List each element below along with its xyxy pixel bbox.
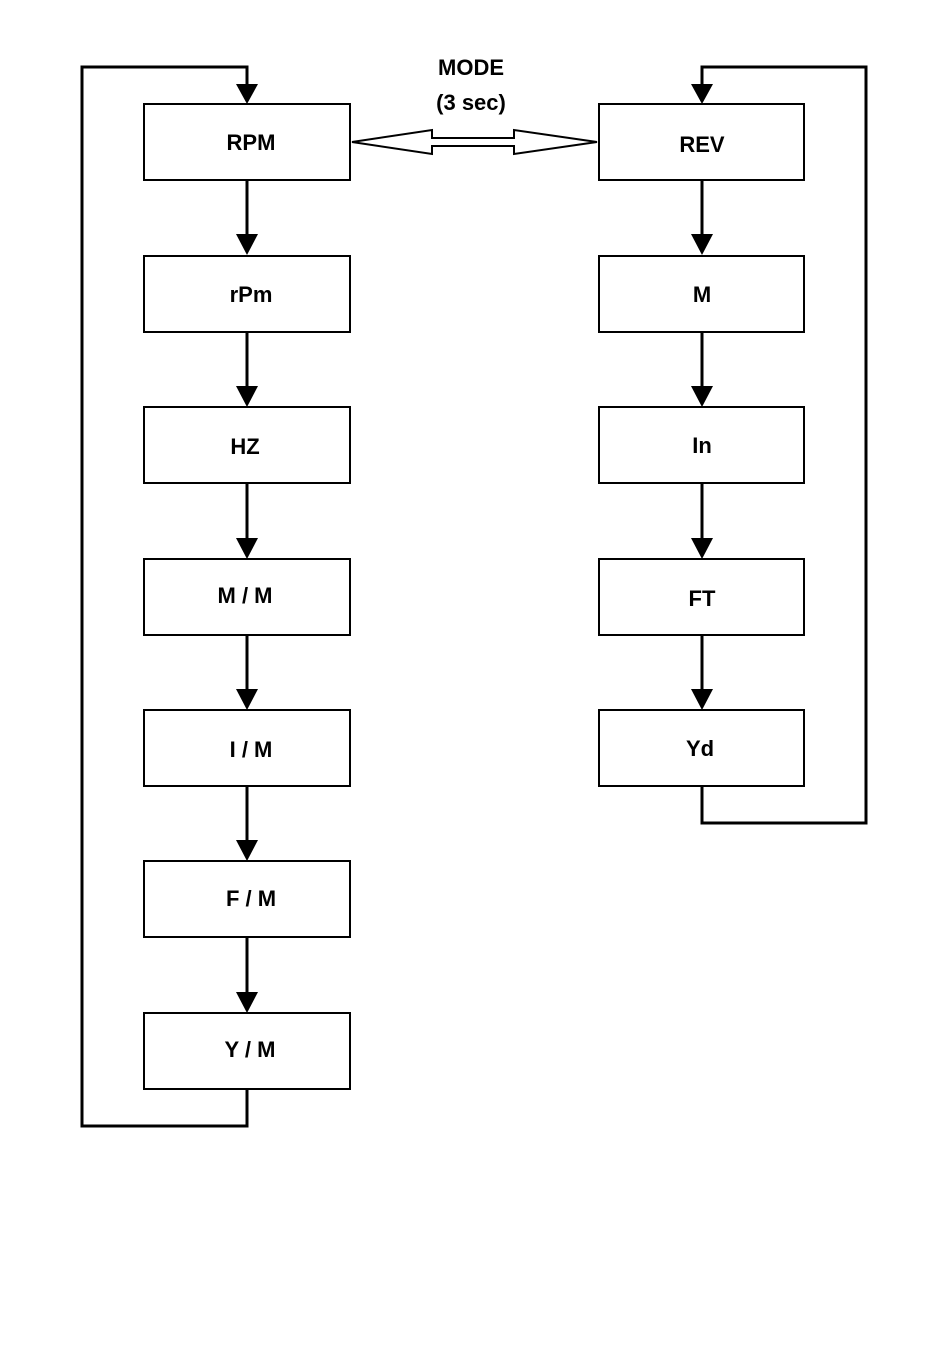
box-label: HZ (230, 434, 259, 459)
box-left-rpm: RPM (144, 104, 350, 180)
connector-arrowhead (691, 538, 713, 559)
box-label: RPM (227, 130, 276, 155)
connector-arrowhead (691, 386, 713, 407)
box-left-m-per-m: M / M (144, 559, 350, 635)
box-right-m: M (599, 256, 804, 332)
box-label: Yd (686, 736, 714, 761)
connector-arrowhead (691, 689, 713, 710)
connector-arrowhead (691, 234, 713, 255)
box-right-yd: Yd (599, 710, 804, 786)
box-label: M / M (218, 583, 273, 608)
mode-label: MODE (438, 55, 504, 80)
mode-switch-arrow (352, 130, 597, 154)
mode-duration-label: (3 sec) (436, 90, 506, 115)
box-left-i-per-m: I / M (144, 710, 350, 786)
box-label: REV (679, 132, 725, 157)
box-label: F / M (226, 886, 276, 911)
box-label: In (692, 433, 712, 458)
box-left-f-per-m: F / M (144, 861, 350, 937)
box-label: Y / M (225, 1037, 276, 1062)
box-left-y-per-m: Y / M (144, 1013, 350, 1089)
box-left-rpm-lowercase: rPm (144, 256, 350, 332)
box-left-hz: HZ (144, 407, 350, 483)
box-label: M (693, 282, 711, 307)
box-right-ft: FT (599, 559, 804, 635)
connector-arrowhead (236, 538, 258, 559)
connector-arrowhead (236, 840, 258, 861)
box-label: FT (689, 586, 716, 611)
connector-arrowhead (236, 386, 258, 407)
connector-arrowhead (236, 234, 258, 255)
right-loop-arrowhead (691, 84, 713, 104)
box-right-in: In (599, 407, 804, 483)
connector-arrowhead (236, 992, 258, 1013)
box-label: rPm (230, 282, 273, 307)
box-label: I / M (230, 737, 273, 762)
box-right-rev: REV (599, 104, 804, 180)
connector-arrowhead (236, 689, 258, 710)
left-loop-arrowhead (236, 84, 258, 104)
